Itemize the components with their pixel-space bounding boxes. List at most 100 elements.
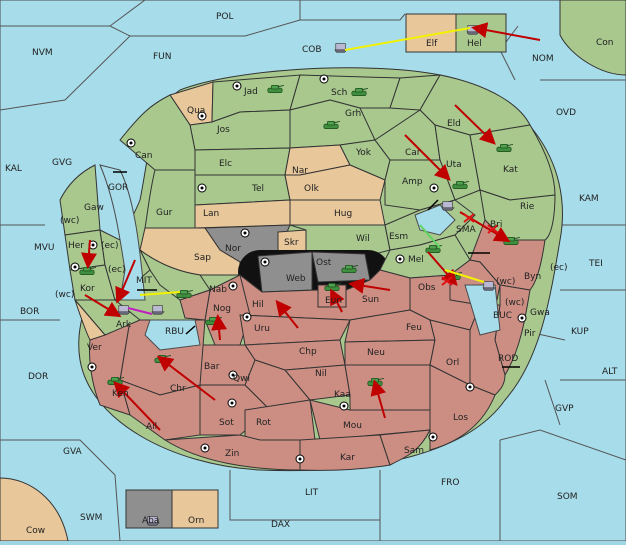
label-ovd: OVD [556, 108, 576, 118]
label-jad: Jad [243, 87, 258, 97]
sea-gor [99, 164, 146, 301]
label-kat: Kat [503, 165, 518, 175]
supply-center-icon [339, 401, 349, 411]
label-gvp: GVP [555, 404, 574, 414]
province-los [429, 364, 496, 451]
label-ec1: (ec) [101, 241, 119, 251]
label-cow: Cow [26, 526, 45, 536]
label-ost: Ost [316, 258, 332, 268]
label-uta: Uta [446, 160, 462, 170]
supply-center-icon [87, 362, 97, 372]
supply-center-icon [465, 382, 475, 392]
support-line [139, 291, 181, 296]
fleet-icon [482, 281, 496, 291]
label-wc2: (wc) [496, 277, 515, 287]
label-sun: Sun [362, 295, 379, 305]
supply-center-icon [197, 183, 207, 193]
label-hug: Hug [334, 209, 352, 219]
supply-center-icon [319, 74, 329, 84]
supply-center-icon [228, 370, 238, 380]
label-neu: Neu [367, 348, 385, 358]
label-nog: Nog [213, 304, 231, 314]
label-kam: KAM [579, 194, 599, 204]
label-dor: DOR [28, 372, 48, 382]
label-gvg: GVG [52, 158, 72, 168]
sea-sma [414, 204, 456, 236]
label-lit: LIT [305, 488, 319, 498]
label-som: SOM [557, 492, 578, 502]
province-elf [405, 13, 457, 53]
supply-center-icon [240, 228, 250, 238]
province-elc [194, 147, 291, 176]
label-rod: ROD [498, 354, 518, 364]
supply-center-icon [242, 312, 252, 322]
supply-center-icon [295, 454, 305, 464]
fleet-icon [466, 25, 480, 35]
label-nar: Nar [292, 166, 308, 176]
south-provinces [89, 269, 496, 471]
supply-center-icon [227, 398, 237, 408]
label-amp: Amp [402, 177, 423, 187]
fleet-icon [151, 305, 165, 315]
province-kaa [344, 364, 431, 411]
label-kal: KAL [5, 164, 22, 174]
label-nor: Nor [225, 244, 241, 254]
label-ec2: (ec) [108, 265, 126, 275]
label-qwi: Qwi [233, 374, 250, 384]
province-neu [344, 339, 436, 366]
label-ail: Ail [146, 422, 157, 432]
label-eld: Eld [447, 119, 461, 129]
label-bor: BOR [20, 307, 39, 317]
label-fro: FRO [441, 478, 460, 488]
label-sap: Sap [194, 253, 211, 263]
label-gwa: Gwa [530, 308, 550, 318]
label-ec3: (ec) [550, 263, 568, 273]
label-zin: Zin [225, 449, 239, 459]
label-swm: SWM [80, 513, 102, 523]
fleet-icon [334, 43, 348, 53]
label-mvu: MVU [34, 243, 55, 253]
label-gor: GOR [108, 183, 128, 193]
label-nil: Nil [315, 369, 327, 379]
label-kor: Kor [80, 284, 95, 294]
north-provinces [119, 74, 556, 241]
label-fun: FUN [153, 52, 172, 62]
label-grh: Grh [345, 109, 361, 119]
label-obs: Obs [418, 283, 436, 293]
label-cob: COB [302, 45, 322, 55]
province-orn [171, 489, 219, 529]
label-gaw: Gaw [84, 203, 104, 213]
supply-centers [70, 74, 527, 464]
label-rot: Rot [256, 418, 271, 428]
label-dax: DAX [271, 520, 290, 530]
label-orl: Orl [446, 358, 459, 368]
label-elf: Elf [426, 39, 438, 49]
label-chr: Chr [170, 384, 186, 394]
label-pol: POL [216, 12, 234, 22]
supply-center-icon [126, 138, 136, 148]
label-wil: Wil [356, 234, 370, 244]
label-sot: Sot [219, 418, 234, 428]
label-rie: Rie [520, 202, 535, 212]
label-aba: Aba [142, 516, 159, 526]
label-eun: Eun [325, 296, 342, 306]
fleet-icon [117, 305, 131, 315]
label-ark: Ark [116, 320, 132, 330]
label-esm: Esm [389, 232, 408, 242]
label-hil: Hil [252, 300, 264, 310]
supply-center-icon [70, 262, 80, 272]
label-sma: SMA [456, 225, 476, 235]
label-tel: Tel [251, 184, 264, 194]
label-qua: Qua [187, 106, 205, 116]
label-sch: Sch [331, 88, 347, 98]
label-uru: Uru [254, 324, 270, 334]
supply-center-icon [395, 254, 405, 264]
label-kaa: Kaa [334, 390, 351, 400]
province-gaw [59, 164, 101, 236]
label-wc1: (wc) [60, 216, 79, 226]
label-feu: Feu [406, 323, 422, 333]
label-skr: Skr [284, 238, 299, 248]
